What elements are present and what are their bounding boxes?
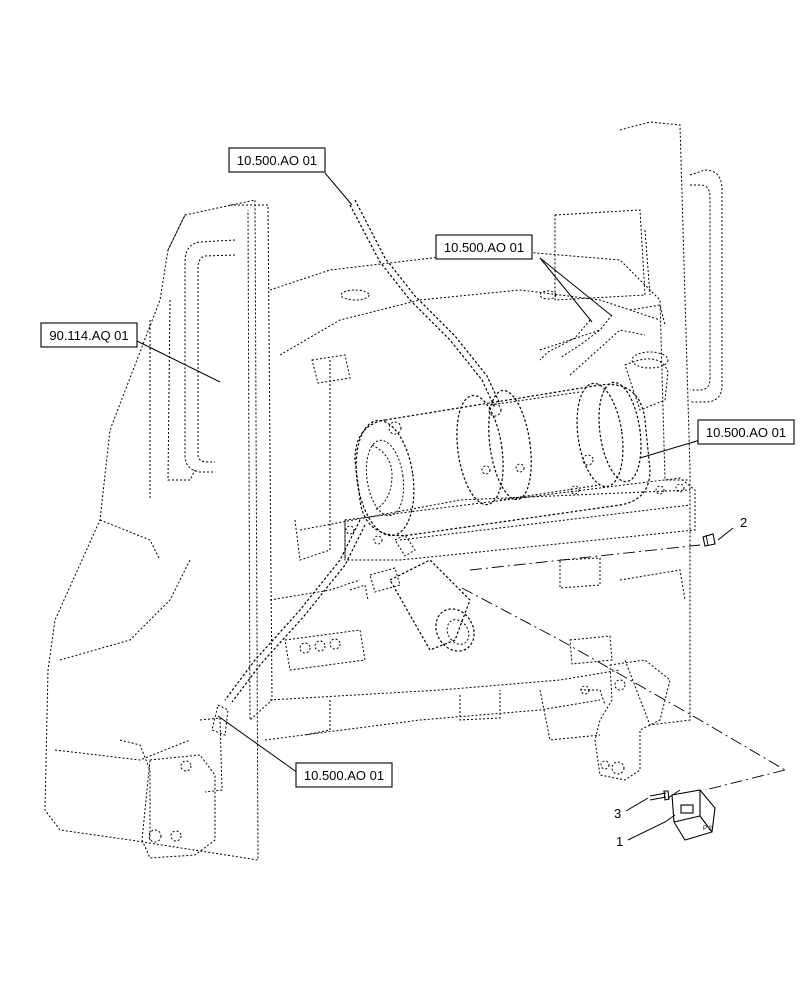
ref-label-upper-right[interactable]: 10.500.AO 01 — [435, 234, 533, 260]
screw-part-3 — [649, 790, 670, 801]
relay-part-1: P 2 — [667, 789, 716, 841]
engine-chassis — [264, 249, 691, 741]
ref-label-left[interactable]: 90.114.AQ 01 — [40, 322, 138, 348]
ref-label-right-text: 10.500.AO 01 — [706, 425, 786, 440]
air-intake-tube — [349, 559, 475, 652]
assembly-centerlines — [461, 544, 786, 791]
left-lower-foot — [141, 717, 223, 859]
right-tower — [554, 121, 723, 726]
ref-label-top-text: 10.500.AO 01 — [237, 153, 317, 168]
nut-part-2 — [702, 533, 716, 547]
ref-label-bottom-text: 10.500.AO 01 — [304, 768, 384, 783]
ref-label-top[interactable]: 10.500.AO 01 — [228, 147, 326, 173]
ref-label-upper-right-text: 10.500.AO 01 — [444, 240, 524, 255]
left-frame-panel — [44, 199, 273, 861]
ref-label-left-text: 90.114.AQ 01 — [49, 328, 128, 343]
left-handrail — [149, 239, 236, 500]
item-number-2: 2 — [740, 515, 747, 530]
ref-label-bottom[interactable]: 10.500.AO 01 — [295, 762, 393, 788]
ref-label-right[interactable]: 10.500.AO 01 — [697, 419, 795, 445]
leader-lines — [134, 172, 734, 841]
item-number-3: 3 — [614, 806, 621, 821]
sensor-harness — [211, 199, 613, 736]
svg-text:P 2: P 2 — [703, 826, 713, 832]
exhaust-aftertreatment-unit — [354, 329, 669, 537]
mounting-bracket — [344, 477, 696, 561]
item-number-1: 1 — [616, 834, 623, 849]
right-lower-bracket — [580, 659, 671, 781]
